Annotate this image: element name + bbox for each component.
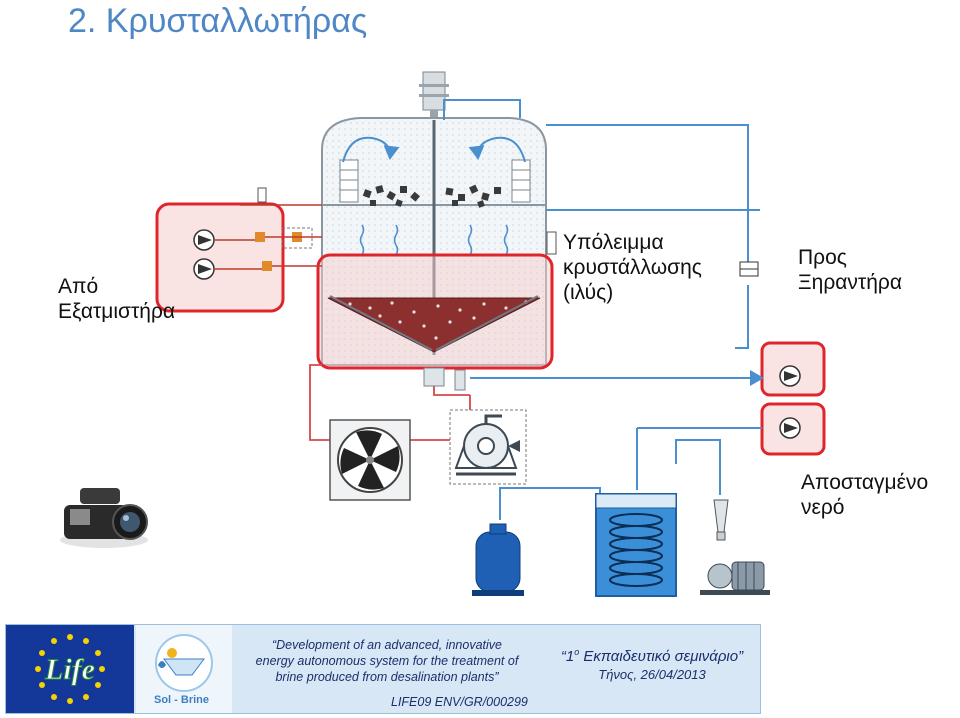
inlet-pump-1-icon xyxy=(193,229,215,251)
video-camera-icon[interactable] xyxy=(60,488,148,548)
motor-pump-icon xyxy=(700,561,770,595)
project-code: LIFE09 ENV/GR/000299 xyxy=(391,695,528,709)
sol-brine-logo xyxy=(136,625,232,713)
life-logo-text: Life xyxy=(44,653,95,686)
crystallization-residue-label: Υπόλειμμα κρυστάλλωσης (ιλύς) xyxy=(563,231,702,304)
project-description: “Development of an advanced, innovative … xyxy=(255,638,519,684)
dryer-valve-icon xyxy=(739,261,759,277)
sludge-cone xyxy=(327,295,541,353)
seminar-info: “1ο Εκπαιδευτικό σεμινάριο” Τήνος, 26/04… xyxy=(546,647,758,682)
to-dryer-label: Προς Ξηραντήρα xyxy=(798,246,902,294)
sol-brine-logo-text: Sol - Brine xyxy=(154,694,210,706)
from-evaporator-label: Από Εξατμιστήρα xyxy=(58,275,176,323)
page-title: 2. Κρυσταλλωτήρας xyxy=(68,2,368,40)
turbine-icon xyxy=(449,409,527,485)
cyclone-filter-icon xyxy=(713,499,729,541)
outlet-pump-bottom-icon xyxy=(779,417,801,439)
outlet-pump-top-icon xyxy=(779,365,801,387)
distilled-water-tank-icon xyxy=(595,493,677,597)
seminar-place-date: Τήνος, 26/04/2013 xyxy=(598,667,706,682)
drain-valve-icon xyxy=(423,367,466,391)
agitator-motor-icon xyxy=(419,71,449,120)
eu-life-logo: Life xyxy=(6,625,134,713)
distilled-water-label: Αποσταγμένο νερό xyxy=(801,471,929,519)
footer-banner: Life Sol - Brine “Development of an adva… xyxy=(5,624,761,714)
receiver-tank-icon xyxy=(472,523,524,596)
seminar-title: “1ο Εκπαιδευτικό σεμινάριο” xyxy=(560,647,744,665)
fan-icon xyxy=(329,419,411,501)
inlet-pumps-highlight xyxy=(155,202,285,313)
inlet-pump-2-icon xyxy=(193,258,215,280)
